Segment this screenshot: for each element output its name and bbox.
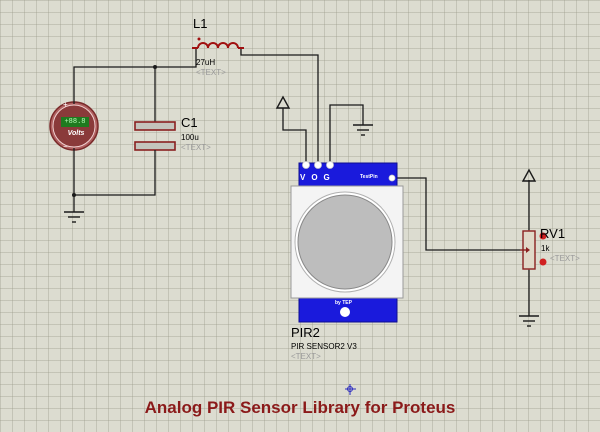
pir-test-pin[interactable] — [388, 174, 396, 182]
pir-pin-holes — [302, 161, 334, 169]
potentiometer-value-label: 1k — [541, 244, 550, 253]
cursor-crosshair-icon — [345, 384, 356, 395]
capacitor-value-label: 100u — [181, 133, 199, 142]
pir-ref-label: PIR2 — [291, 325, 320, 340]
inductor-ref-label: L1 — [193, 16, 208, 31]
wires — [73, 48, 530, 316]
pir-sensor[interactable] — [290, 162, 404, 323]
power-terminal[interactable] — [275, 95, 291, 109]
pir-brand-label: by TEP — [335, 300, 352, 306]
pir-model-label: PIR SENSOR2 V3 — [291, 342, 357, 351]
capacitor-c1[interactable] — [134, 110, 176, 160]
voltmeter-readout: +88.8 — [61, 117, 89, 127]
power-terminal[interactable] — [521, 168, 537, 182]
potentiometer-ref-label: RV1 — [540, 226, 566, 241]
voltmeter-minus-label: − — [63, 142, 68, 151]
pir-text-placeholder: <TEXT> — [291, 352, 321, 361]
ground-symbol[interactable] — [64, 211, 84, 223]
voltmeter-unit-label: Volts — [67, 130, 85, 137]
ground-symbol[interactable] — [519, 315, 539, 327]
wire-junction — [153, 65, 157, 69]
inductor-dot — [197, 37, 201, 41]
ground-symbol[interactable] — [353, 124, 373, 136]
potentiometer-rv1[interactable] — [520, 230, 547, 270]
inductor-text-placeholder: <TEXT> — [196, 68, 226, 77]
inductor-l1[interactable] — [192, 42, 244, 49]
pir-pin-labels: VOG — [300, 173, 336, 182]
footer-title: Analog PIR Sensor Library for Proteus — [144, 398, 456, 417]
inductor-value-label: 27uH — [196, 58, 216, 67]
pir-testpin-label: TestPin — [360, 174, 378, 180]
voltmeter-plus-label: + — [63, 100, 68, 109]
capacitor-ref-label: C1 — [181, 115, 198, 130]
capacitor-text-placeholder: <TEXT> — [181, 143, 211, 152]
wire-junction — [72, 193, 76, 197]
potentiometer-text-placeholder: <TEXT> — [550, 254, 580, 263]
